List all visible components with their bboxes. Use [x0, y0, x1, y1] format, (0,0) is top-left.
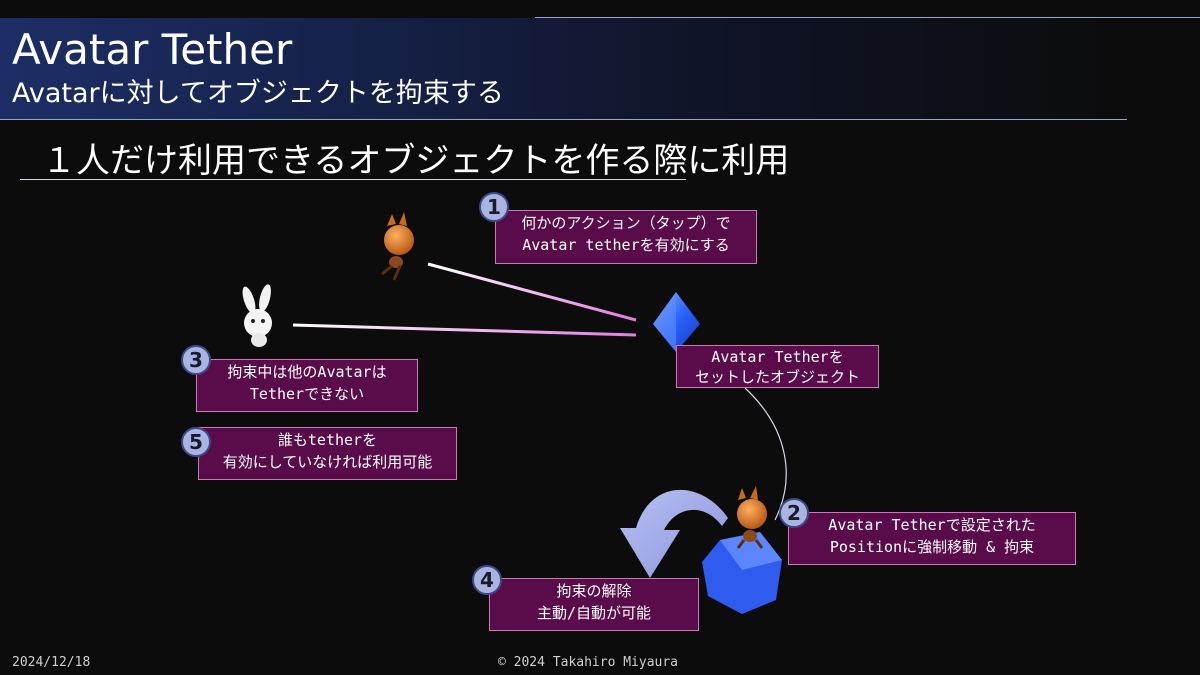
- step-4-line-2: 主動/自動が可能: [536, 604, 652, 622]
- step-1-badge: 1: [479, 192, 509, 222]
- blue-rock-icon: [702, 532, 782, 614]
- tether-line-fox: [427, 262, 637, 322]
- tether-line-rabbit: [292, 323, 637, 337]
- step-3-line-2: Tetherできない: [249, 385, 365, 403]
- title-banner-rule: [0, 119, 1127, 120]
- step-4-line-1: 拘束の解除: [556, 582, 632, 600]
- fox-avatar-on-rock-icon: [736, 486, 767, 549]
- step-4-callout: 拘束の解除 主動/自動が可能: [489, 578, 699, 631]
- step-5-callout: 誰もtetherを 有効にしていなければ利用可能: [198, 427, 457, 480]
- step-1-callout: 何かのアクション（タップ）で Avatar tetherを有効にする: [495, 210, 757, 264]
- step-5-line-2: 有効にしていなければ利用可能: [222, 453, 433, 471]
- step-3-badge: 3: [181, 345, 211, 375]
- step-3-callout: 拘束中は他のAvatarは Tetherできない: [196, 359, 418, 412]
- step-1-line-2: Avatar tetherを有効にする: [522, 236, 730, 254]
- footer-copyright: © 2024 Takahiro Miyaura: [498, 655, 679, 670]
- curved-arrow-icon: [620, 489, 728, 578]
- object-label-callout: Avatar Tetherを セットしたオブジェクト: [676, 345, 879, 388]
- object-label-line-2: セットしたオブジェクト: [694, 368, 860, 386]
- rabbit-avatar-icon: [242, 284, 272, 347]
- slide-heading: １人だけ利用できるオブジェクトを作る際に利用: [42, 141, 790, 181]
- top-rule: [535, 17, 1200, 18]
- step-4-badge: 4: [472, 565, 502, 595]
- step-2-callout: Avatar Tetherで設定された Positionに強制移動 & 拘束: [788, 512, 1076, 565]
- step-1-line-1: 何かのアクション（タップ）で: [521, 214, 731, 232]
- slide-title: Avatar Tether: [12, 25, 293, 74]
- blue-crystal-icon: [653, 292, 700, 352]
- step-3-line-1: 拘束中は他のAvatarは: [227, 363, 387, 381]
- footer-date: 2024/12/18: [12, 655, 91, 670]
- step-2-line-1: Avatar Tetherで設定された: [828, 516, 1036, 534]
- step-2-line-2: Positionに強制移動 & 拘束: [829, 538, 1035, 556]
- heading-underline: [20, 179, 686, 180]
- fox-avatar-icon: [381, 212, 414, 281]
- object-label-line-1: Avatar Tetherを: [711, 348, 844, 366]
- slide-subtitle: Avatarに対してオブジェクトを拘束する: [12, 78, 504, 109]
- step-2-badge: 2: [779, 498, 809, 528]
- title-banner: [0, 18, 1127, 119]
- step-5-badge: 5: [181, 427, 211, 457]
- step-5-line-1: 誰もtetherを: [277, 431, 378, 449]
